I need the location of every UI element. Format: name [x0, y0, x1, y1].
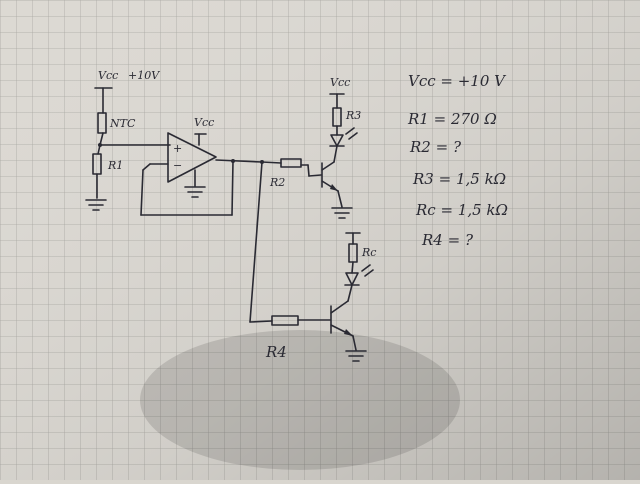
transistor-lower — [330, 300, 354, 337]
r2-resistor — [280, 158, 302, 168]
note-r4: R4 = ? — [421, 231, 474, 249]
ground-symbol-left — [85, 199, 107, 211]
note-rc: Rc = 1,5 kΩ — [415, 201, 508, 219]
vcc-label-left: Vcc — [98, 69, 118, 82]
op-amp-plus: + — [173, 142, 182, 155]
r2-label: R2 — [269, 176, 285, 189]
op-amp-output-wire — [215, 159, 263, 163]
rc-label: Rc — [361, 246, 376, 259]
r4-label: R4 — [265, 343, 287, 361]
note-r2: R2 = ? — [409, 138, 462, 156]
op-amp — [167, 132, 217, 183]
transistor-upper — [321, 161, 339, 192]
note-r3: R3 = 1,5 kΩ — [412, 170, 506, 188]
ground-symbol-lower — [345, 350, 367, 362]
output-node — [231, 159, 235, 163]
note-r1: R1 = 270 Ω — [407, 110, 497, 128]
r3-label: R3 — [345, 109, 361, 122]
ground-symbol-upper — [331, 207, 353, 219]
ntc-resistor — [97, 112, 107, 134]
ntc-label: NTC — [109, 117, 136, 130]
r1-label: R1 — [107, 159, 123, 172]
vcc-label-upper: Vcc — [330, 76, 350, 89]
component-values-notes: Vcc = +10 V R1 = 270 Ω R2 = ? R3 = 1,5 k… — [407, 72, 508, 249]
ground-symbol-opamp — [184, 186, 206, 198]
vcc-label-opamp: Vcc — [194, 116, 214, 129]
vcc-value-left: +10V — [128, 69, 160, 82]
op-amp-minus: − — [173, 159, 182, 172]
note-vcc: Vcc = +10 V — [408, 72, 507, 90]
wire-down-to-r4 — [249, 161, 263, 323]
hand-shadow — [140, 330, 460, 470]
vcc-supply-left — [94, 87, 113, 114]
